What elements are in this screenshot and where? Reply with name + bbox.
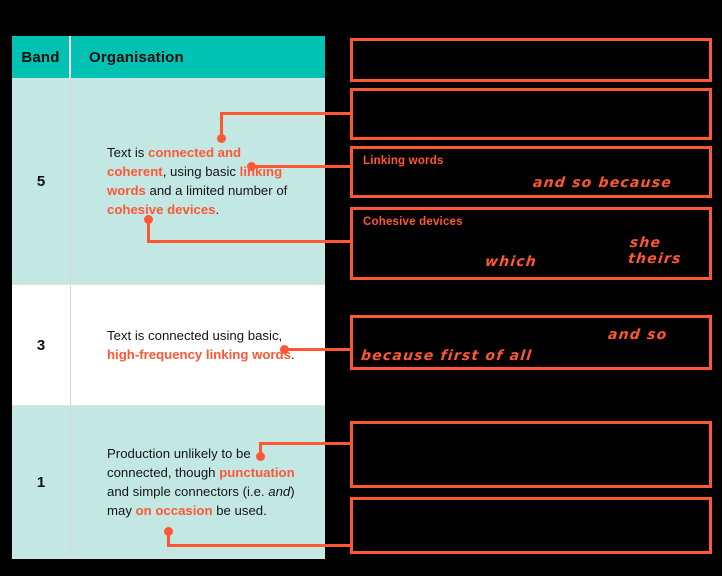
band-number-cell-1: 1 [12, 406, 71, 558]
callout-example-linking-words-1: and so because [532, 175, 673, 191]
callout-example-high-frequency-1: and so [607, 327, 669, 343]
table-header-row: Band Organisation [12, 36, 325, 78]
descriptor-text-5: Text is connected and coherent, using ba… [107, 145, 288, 217]
callout-label-linking-words: Linking words [363, 155, 444, 167]
connector-horiz-punctuation [259, 442, 353, 445]
callout-example-high-frequency-2: because first of all [360, 348, 534, 364]
connector-dot-punctuation [256, 452, 265, 461]
connector-vert-coherent [220, 112, 223, 138]
connector-horiz-linking-words [251, 165, 353, 168]
header-cell-organisation: Organisation [71, 36, 325, 78]
connector-horiz-on-occasion [167, 544, 353, 547]
connector-vert-on-occasion [167, 531, 170, 547]
header-label-organisation: Organisation [89, 48, 184, 66]
connector-vert-punctuation [259, 442, 262, 456]
descriptor-cell-3: Text is connected using basic, high-freq… [71, 285, 325, 405]
connector-horiz-coherent [220, 112, 353, 115]
callout-box-cohesive-devices[interactable]: Cohesive devices she theirs which [350, 207, 712, 280]
band-descriptor-table: Band Organisation 5 Text is connected an… [12, 36, 325, 559]
callout-label-cohesive-devices: Cohesive devices [363, 216, 463, 228]
header-cell-band: Band [12, 36, 71, 78]
band-number-3: 3 [36, 336, 46, 354]
descriptor-text-3: Text is connected using basic, high-freq… [107, 328, 295, 362]
callout-box-1[interactable] [350, 38, 712, 82]
callout-example-cohesive-devices-2: which [484, 254, 538, 270]
connector-horiz-high-frequency [284, 348, 353, 351]
header-label-band: Band [21, 48, 60, 66]
callout-example-cohesive-devices-1: she theirs [627, 235, 683, 267]
descriptor-cell-5: Text is connected and coherent, using ba… [71, 78, 325, 284]
table-row-band-1: 1 Production unlikely to be connected, t… [12, 406, 325, 559]
callout-box-high-frequency[interactable]: and so because first of all [350, 315, 712, 370]
table-row-band-5: 5 Text is connected and coherent, using … [12, 78, 325, 285]
band-number-5: 5 [36, 172, 46, 190]
band-number-1: 1 [36, 473, 46, 491]
band-number-cell-3: 3 [12, 285, 71, 405]
callout-box-5[interactable] [350, 421, 712, 488]
connector-dot-coherent [217, 134, 226, 143]
band-number-cell-5: 5 [12, 78, 71, 284]
callout-box-linking-words[interactable]: Linking words and so because [350, 146, 712, 198]
table-row-band-3: 3 Text is connected using basic, high-fr… [12, 285, 325, 406]
callout-box-2[interactable] [350, 88, 712, 140]
connector-vert-cohesive-devices [147, 219, 150, 243]
callout-box-6[interactable] [350, 497, 712, 554]
descriptor-text-1: Production unlikely to be connected, tho… [107, 446, 295, 518]
descriptor-cell-1: Production unlikely to be connected, tho… [71, 406, 325, 558]
connector-horiz-cohesive-devices [147, 240, 353, 243]
